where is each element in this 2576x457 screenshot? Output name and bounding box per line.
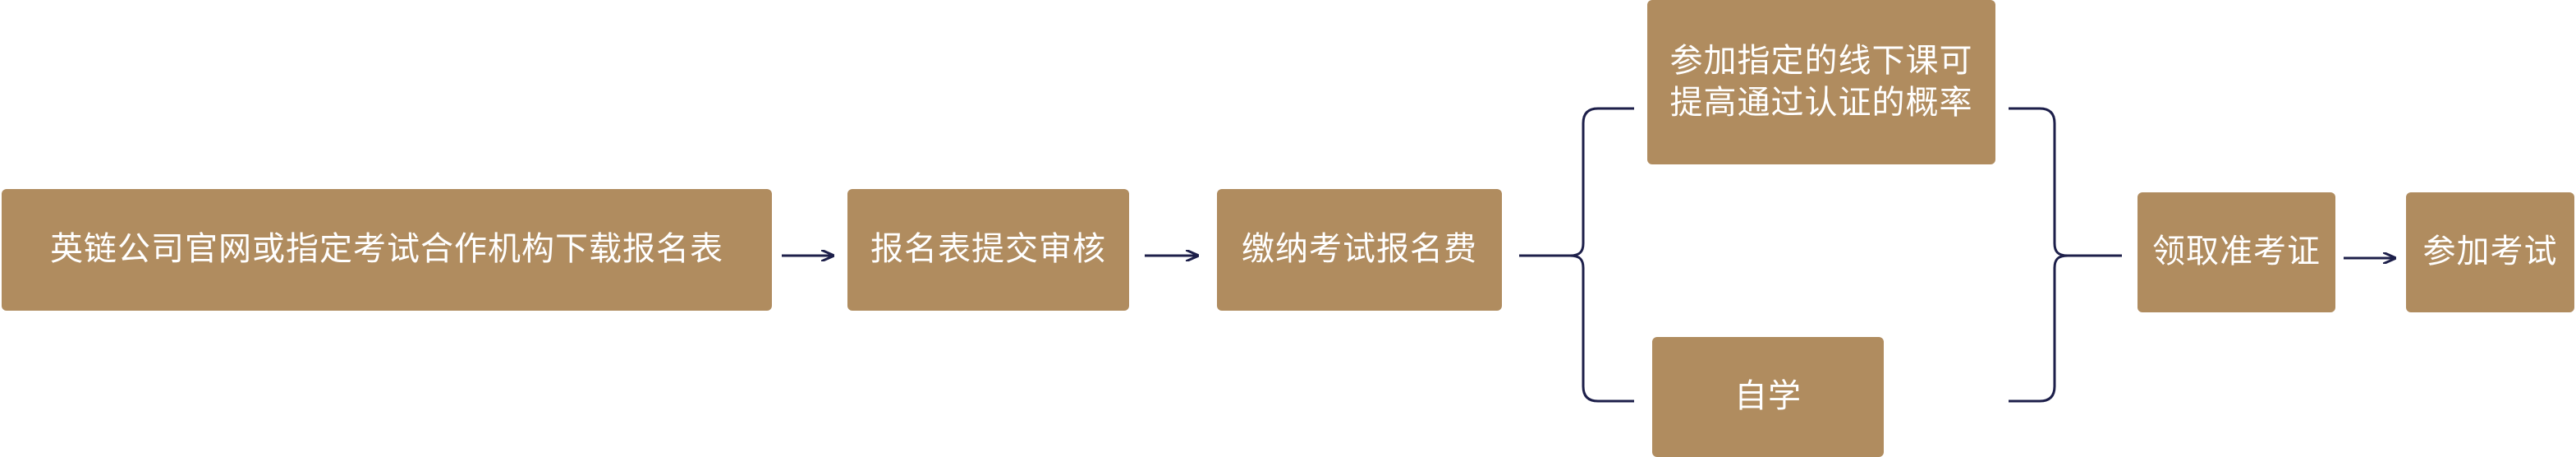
step-get-admission-ticket: 领取准考证 — [2137, 192, 2335, 312]
step-take-exam-label: 参加考试 — [2422, 233, 2558, 271]
step-take-exam: 参加考试 — [2406, 192, 2574, 312]
step-pay-fee: 缴纳考试报名费 — [1217, 189, 1502, 311]
step-get-admission-ticket-label: 领取准考证 — [2152, 233, 2321, 271]
option-self-study: 自学 — [1652, 337, 1884, 457]
step-pay-fee-label: 缴纳考试报名费 — [1242, 230, 1477, 269]
option-self-study-label: 自学 — [1734, 377, 1802, 416]
brace-merge-right — [2009, 107, 2122, 403]
step-submit-review: 报名表提交审核 — [847, 189, 1129, 311]
brace-split-left — [1519, 107, 1634, 403]
step-download-form: 英链公司官网或指定考试合作机构下载报名表 — [2, 189, 772, 311]
option-offline-course-label: 参加指定的线下课可 提高通过认证的概率 — [1669, 41, 1973, 122]
step-download-form-label: 英链公司官网或指定考试合作机构下载报名表 — [50, 230, 723, 269]
option-offline-course: 参加指定的线下课可 提高通过认证的概率 — [1647, 0, 1995, 164]
step-submit-review-label: 报名表提交审核 — [870, 230, 1106, 269]
